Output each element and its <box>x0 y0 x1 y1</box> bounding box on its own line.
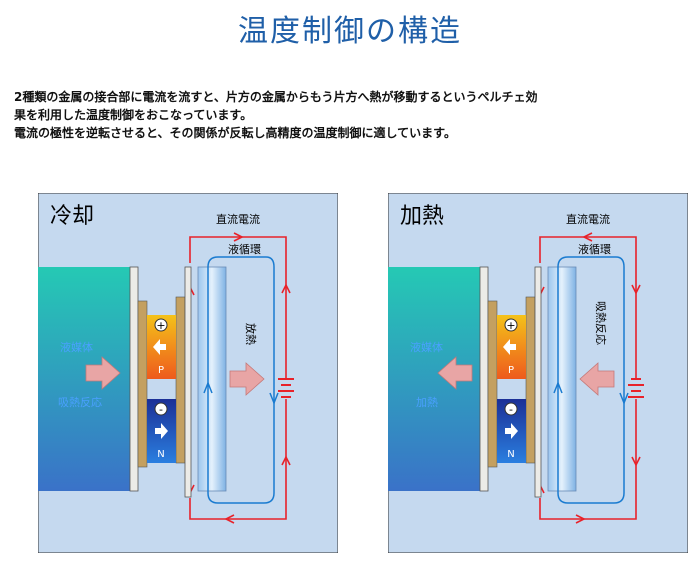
left-effect-label: 加熱 <box>416 396 438 409</box>
minus-icon <box>154 402 168 416</box>
dc-circuit-arrow <box>631 284 641 295</box>
panel-label: 加熱 <box>400 204 444 229</box>
right-frame-plate <box>184 266 192 498</box>
medium-label: 液媒体 <box>410 340 443 354</box>
description-line-1: 2種類の金属の接合部に電流を流すと、片方の金属からもう片方へ熱が移動するというペ… <box>14 90 538 104</box>
n-label: N <box>507 449 514 460</box>
liquid-medium-block <box>38 267 130 491</box>
heat-flow-arrow-left <box>85 356 121 390</box>
heat-exchange-plate <box>547 266 577 492</box>
n-label: N <box>157 449 164 460</box>
plus-icon <box>504 318 518 332</box>
circulation-arrow <box>553 380 563 394</box>
p-label: P <box>158 365 164 376</box>
left-effect-label: 吸熱反応 <box>58 395 102 409</box>
description-line-3: 電流の極性を逆転させると、その関係が反転し高精度の温度制御に適しています。 <box>14 126 456 140</box>
heat-exchange-plate <box>197 266 227 492</box>
dc-circuit-arrow <box>281 455 291 466</box>
minus-sign: - <box>509 403 513 416</box>
dc-circuit-arrow <box>631 456 641 467</box>
minus-icon <box>504 402 518 416</box>
right-effect-label: 吸熱反応 <box>594 301 608 345</box>
left-frame-plate <box>129 266 139 492</box>
right-frame-plate <box>534 266 542 498</box>
liquid-circulation-label: 液循環 <box>578 242 611 256</box>
arrow-left-icon <box>153 339 166 355</box>
circulation-arrow <box>269 392 279 406</box>
dc-circuit-arrow <box>281 283 291 294</box>
left-electrode <box>137 300 148 468</box>
dc-circuit-wire <box>539 236 637 520</box>
heat-flow-arrow-right <box>579 362 615 396</box>
dc-circuit-arrow <box>224 514 235 524</box>
description: 2種類の金属の接合部に電流を流すと、片方の金属からもう片方へ熱が移動するというペ… <box>14 88 694 142</box>
plus-icon <box>154 318 168 332</box>
plus-sign: + <box>156 319 165 332</box>
heating-panel: 加熱 直流電流 液循環 液媒体 加熱 + P - N 吸熱反応 <box>388 193 688 553</box>
left-electrode <box>487 300 498 468</box>
cooling-panel: 冷却 直流電流 液循環 液媒体 吸熱反応 + P - N 放熱 <box>38 193 338 553</box>
medium-label: 液媒体 <box>60 340 93 354</box>
arrow-right-icon <box>505 423 518 439</box>
page-title: 温度制御の構造 <box>238 14 462 49</box>
circulation-arrow <box>203 380 213 394</box>
heat-flow-arrow-right <box>229 362 265 396</box>
arrow-right-icon <box>155 423 168 439</box>
dc-current-label: 直流電流 <box>566 212 610 226</box>
dc-circuit-arrow <box>582 232 593 242</box>
dc-current-label: 直流電流 <box>216 212 260 226</box>
dc-circuit-wire <box>189 236 287 520</box>
battery-icon <box>628 378 644 398</box>
arrow-left-icon <box>503 339 516 355</box>
dc-circuit-arrow <box>575 514 586 524</box>
right-electrode <box>175 296 186 464</box>
minus-sign: - <box>159 403 163 416</box>
right-effect-label: 放熱 <box>244 323 258 345</box>
dc-circuit-arrow <box>233 232 244 242</box>
right-electrode <box>525 296 536 464</box>
plus-sign: + <box>506 319 515 332</box>
circulation-arrow <box>619 392 629 406</box>
circulation-loop <box>207 256 275 504</box>
panel-label: 冷却 <box>50 204 94 229</box>
p-label: P <box>508 365 514 376</box>
left-frame-plate <box>479 266 489 492</box>
description-line-2: 果を利用した温度制御をおこなっています。 <box>14 108 253 122</box>
battery-icon <box>278 378 294 398</box>
heat-flow-arrow-left <box>437 356 473 390</box>
liquid-circulation-label: 液循環 <box>228 242 261 256</box>
circulation-loop <box>557 256 625 504</box>
